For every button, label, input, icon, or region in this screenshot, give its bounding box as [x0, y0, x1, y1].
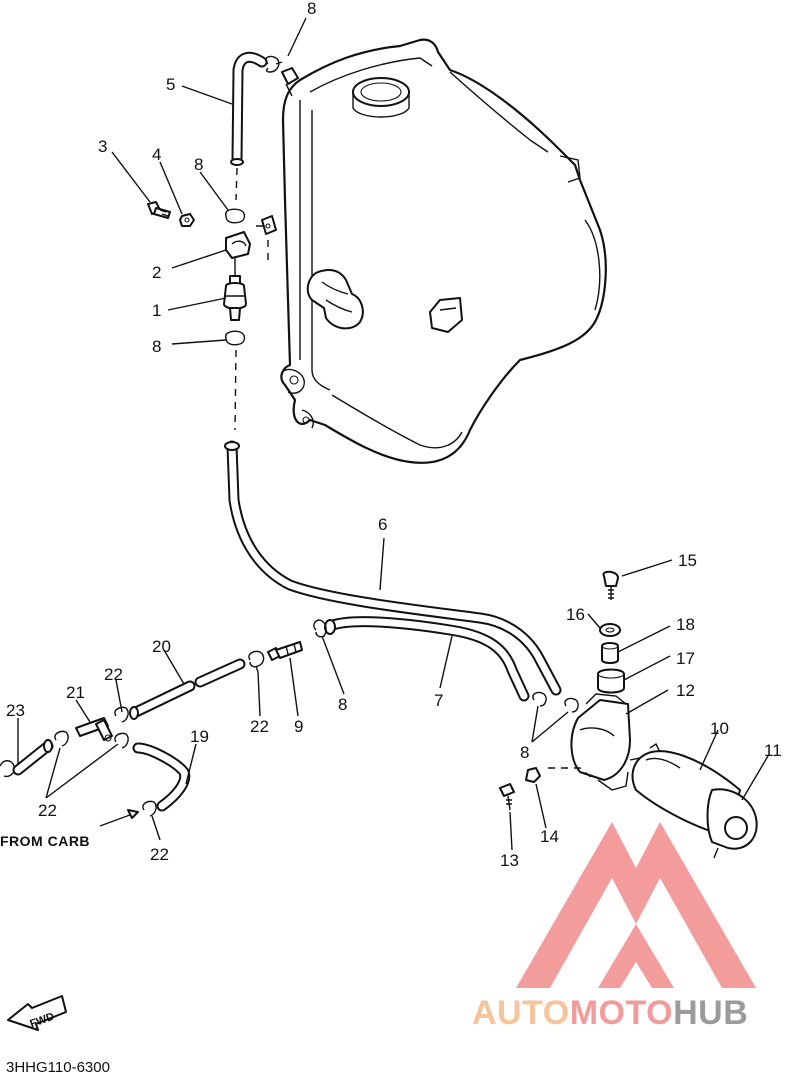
watermark-hub: HUB	[673, 994, 748, 1032]
callout-4: 4	[152, 145, 161, 164]
callout-22: 22	[104, 665, 123, 684]
fuel-hose-23	[12, 739, 54, 776]
guide-line-filter	[234, 349, 237, 431]
callout-17: 17	[676, 649, 695, 668]
callout-12: 12	[676, 681, 695, 700]
callout-15: 15	[678, 551, 697, 570]
callout-2: 2	[152, 263, 161, 282]
callout-8: 8	[338, 695, 347, 714]
fuel-hose-7	[324, 616, 530, 702]
clip-8-top	[265, 55, 283, 73]
clip-8-upper	[225, 208, 246, 224]
callout-9: 9	[294, 717, 303, 736]
callout-14: 14	[540, 827, 559, 846]
svg-text:AUTOMOTOHUB: AUTOMOTOHUB	[472, 994, 748, 1032]
callout-10: 10	[710, 719, 729, 738]
nut-4	[179, 213, 195, 227]
callout-5: 5	[166, 75, 175, 94]
callout-18: 18	[676, 615, 695, 634]
collar-18	[601, 642, 619, 664]
callout-20: 20	[152, 637, 171, 656]
clip-22-hose20	[114, 706, 129, 723]
guide-line-top	[235, 167, 238, 201]
callout-8: 8	[307, 0, 316, 18]
washer-16	[599, 623, 621, 637]
watermark-auto: AUTO	[472, 994, 570, 1032]
callout-11: 11	[764, 741, 782, 760]
pump-cap-11	[706, 788, 758, 859]
diagram-code: 3HHG110-6300	[6, 1059, 110, 1076]
callout-7: 7	[434, 691, 443, 710]
fuel-tank	[280, 38, 607, 464]
watermark-logo	[516, 822, 756, 988]
callout-8: 8	[152, 337, 161, 356]
bolt-13	[499, 783, 515, 811]
leader-lines	[17, 17, 769, 851]
fuel-hose-6	[224, 440, 562, 696]
callout-labels: 8 5 3 4 8 2 1 8 6 15 16 18 20 17 22 21 1…	[6, 0, 782, 870]
fitting-9	[267, 641, 303, 661]
clip-22-center	[248, 650, 265, 673]
callout-8: 8	[194, 155, 203, 174]
clip-8-pump	[532, 691, 579, 713]
bolt-3	[147, 201, 171, 219]
clip-22-left	[0, 730, 129, 778]
callout-8: 8	[520, 743, 529, 762]
callout-22: 22	[38, 801, 57, 820]
fuel-filter-1	[223, 258, 247, 321]
callout-23: 23	[6, 701, 25, 720]
vent-hose-5	[230, 51, 268, 166]
callout-21: 21	[66, 683, 85, 702]
callout-13: 13	[500, 851, 519, 870]
guide-line-bracket	[256, 225, 269, 260]
callout-16: 16	[566, 605, 585, 624]
from-carb-arrowhead	[127, 809, 139, 819]
nut-14	[525, 767, 541, 783]
bolt-15	[602, 570, 619, 600]
watermark: AUTOMOTOHUB	[472, 822, 756, 1032]
damper-17	[597, 668, 625, 694]
fuel-hose-19	[132, 742, 191, 812]
pump-bracket-12	[548, 693, 631, 791]
callout-22: 22	[250, 717, 269, 736]
clip-8-lower-filter	[225, 330, 246, 346]
fwd-arrow: FWD	[7, 995, 67, 1031]
clip-22-bottom	[142, 800, 157, 817]
callout-19: 19	[190, 727, 209, 746]
watermark-moto: MOTO	[570, 994, 673, 1032]
callout-6: 6	[378, 515, 387, 534]
callout-1: 1	[152, 301, 161, 320]
callout-3: 3	[98, 137, 107, 156]
clip-8-hose7	[313, 619, 327, 638]
t-joint-21	[75, 717, 113, 742]
callout-22: 22	[150, 845, 169, 864]
fuel-hose-20	[129, 658, 246, 720]
from-carb-label: FROM CARB	[0, 833, 90, 849]
